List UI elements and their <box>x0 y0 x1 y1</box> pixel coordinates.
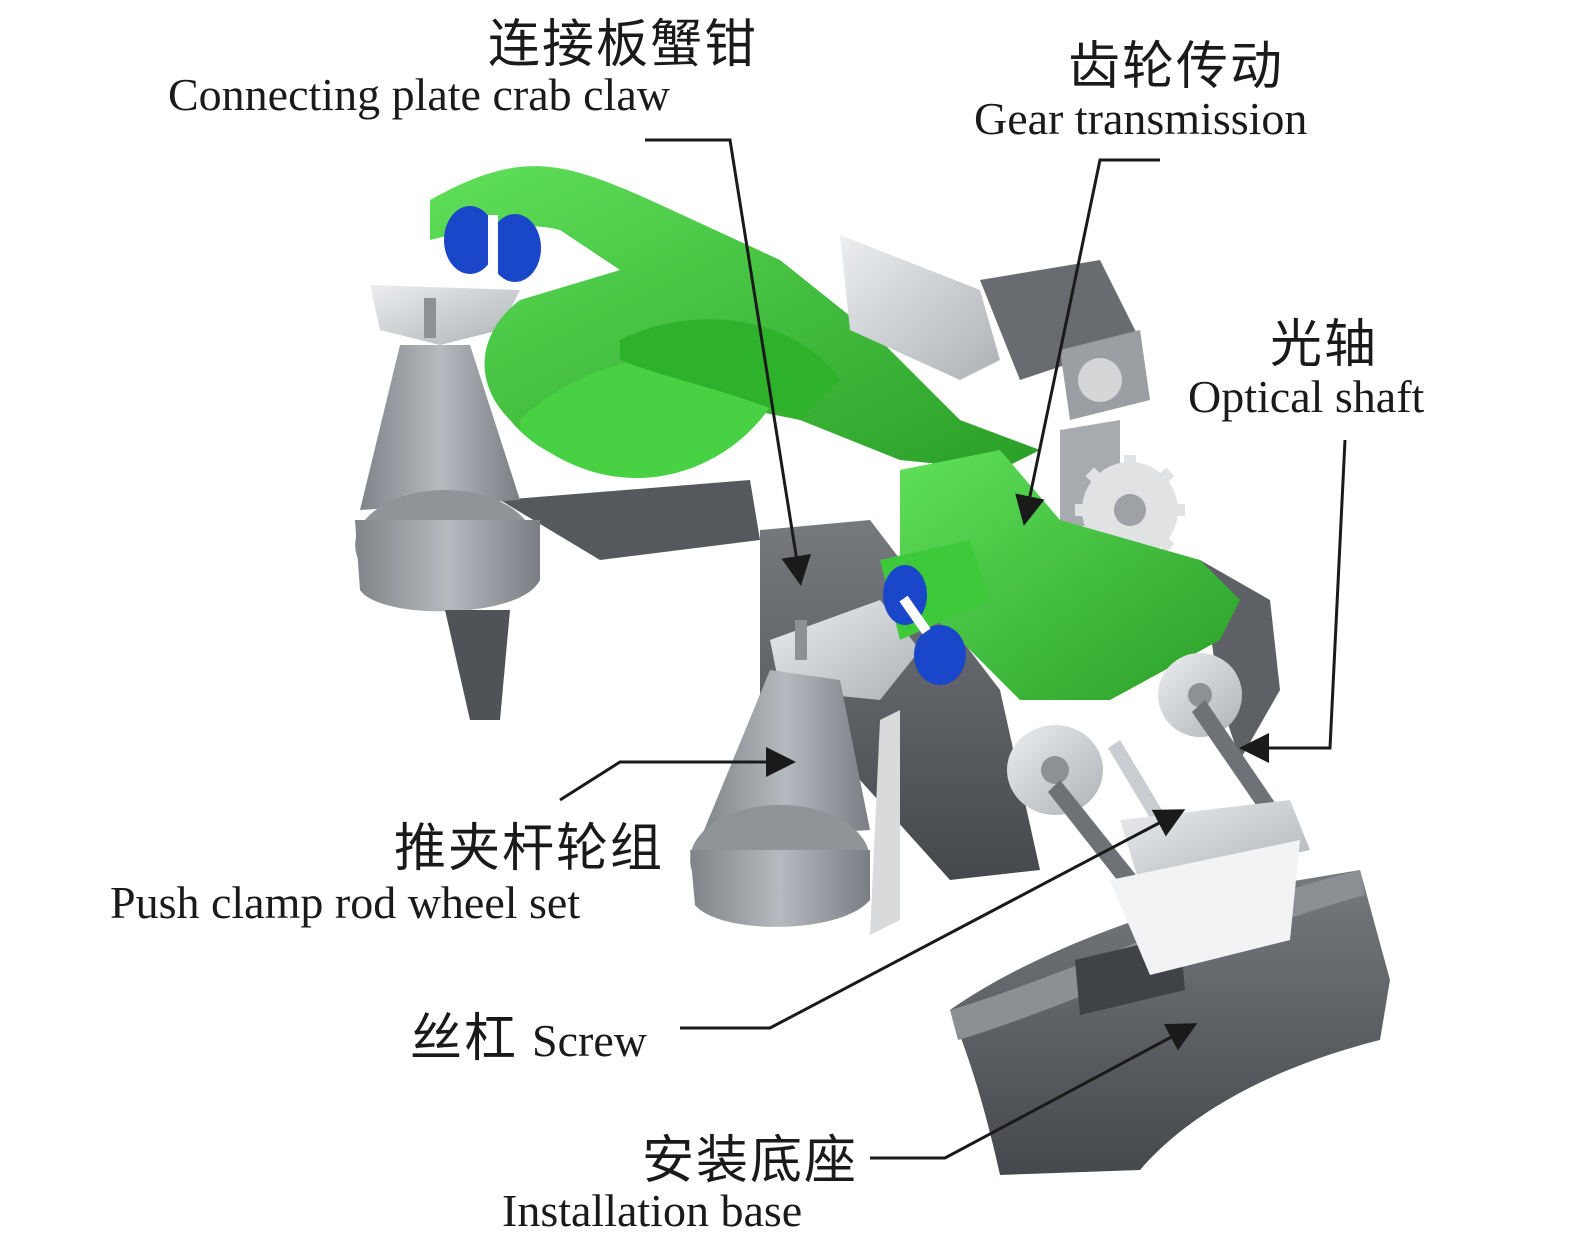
leader-lines <box>559 138 1347 1160</box>
upper-rollers <box>444 206 541 282</box>
push-clamp-wheel-shape <box>690 600 920 935</box>
label-push-clamp-zh: 推夹杆轮组 <box>394 819 665 879</box>
leader-optical-shaft <box>1239 439 1347 763</box>
label-gear-zh: 齿轮传动 <box>1068 37 1285 97</box>
leader-crab-claw <box>645 138 812 586</box>
label-base-en: Installation base <box>502 1185 803 1236</box>
label-optical-shaft-zh: 光轴 <box>1270 315 1379 375</box>
label-gear-en: Gear transmission <box>974 93 1308 144</box>
label-screw-zh: 丝杠 <box>410 1009 519 1069</box>
gear-frame <box>840 235 1150 530</box>
label-crab-claw-en: Connecting plate crab claw <box>168 69 670 120</box>
leader-screw <box>680 809 1186 1030</box>
left-cone-wheel <box>355 285 540 720</box>
label-screw: 丝杠 Screw <box>410 996 647 1071</box>
label-screw-en: Screw <box>532 1015 647 1066</box>
label-base-zh: 安装底座 <box>642 1131 859 1191</box>
lower-rollers <box>883 565 966 685</box>
label-crab-claw-zh: 连接板蟹钳 <box>488 15 759 75</box>
leader-base <box>870 1023 1198 1160</box>
leader-gear <box>1015 158 1160 526</box>
leader-push-clamp <box>559 747 796 802</box>
label-push-clamp-en: Push clamp rod wheel set <box>110 877 581 928</box>
green-crab-claw <box>430 166 1040 478</box>
label-optical-shaft-en: Optical shaft <box>1188 371 1425 422</box>
